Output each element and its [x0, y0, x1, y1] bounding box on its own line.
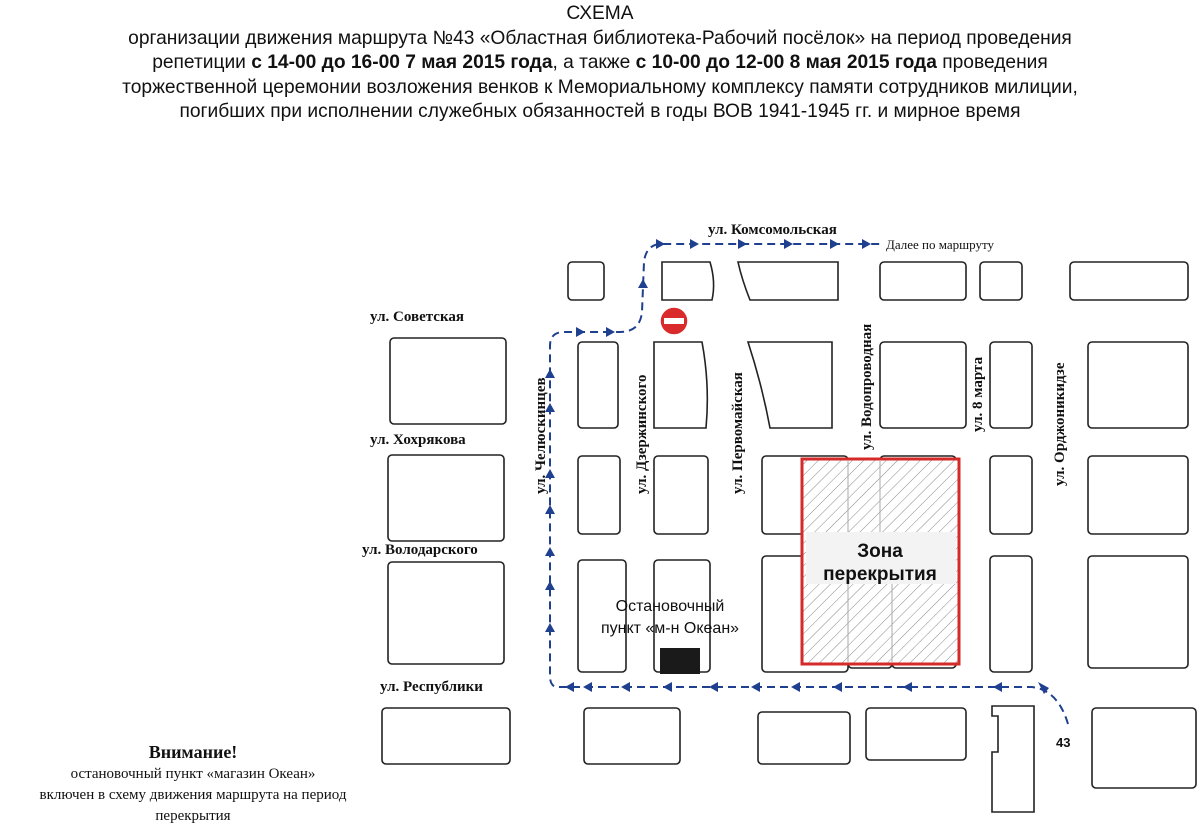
notice-line-3: перекрытия	[155, 808, 231, 824]
city-blocks	[381, 261, 1197, 813]
route-arrow	[545, 547, 555, 556]
route-arrow	[709, 682, 718, 692]
street-label-respubliki: ул. Республики	[380, 679, 483, 695]
city-block	[577, 341, 619, 429]
notice-line-2: включен в схему движения маршрута на пер…	[39, 787, 347, 803]
bus-stop-label-2: пункт «м-н Океан»	[601, 620, 739, 637]
city-block	[989, 455, 1033, 535]
city-block	[577, 455, 621, 535]
city-block	[661, 261, 715, 301]
street-label-vodoprovodnaya: ул. Водопроводная	[859, 324, 875, 450]
street-labels: ул. Комсомольская Далее по маршруту ул. …	[362, 222, 1068, 695]
city-block	[1087, 455, 1189, 535]
street-label-pervomayskaya: ул. Первомайская	[730, 372, 746, 494]
header-title: СХЕМА	[566, 3, 634, 24]
route-arrow	[751, 682, 760, 692]
map-header: СХЕМА организации движения маршрута №43 …	[0, 2, 1200, 125]
route-arrow	[663, 682, 672, 692]
route-arrow	[606, 327, 615, 337]
closure-zone-label-2: перекрытия	[823, 564, 937, 585]
attention-notice: Внимание! остановочный пункт «магазин Ок…	[0, 740, 386, 827]
bus-route-43	[549, 243, 1069, 725]
closure-zone-label-box	[806, 532, 956, 584]
city-block	[746, 341, 833, 429]
closure-zone-label-1: Зона	[857, 541, 903, 562]
city-block	[1087, 555, 1189, 669]
route-arrow	[903, 682, 912, 692]
header-line-4: погибших при исполнении служебных обязан…	[179, 101, 1021, 122]
street-label-chelyuskintsev: ул. Челюскинцев	[533, 377, 549, 494]
route-arrow	[545, 369, 555, 378]
city-block	[567, 261, 605, 301]
city-block	[1069, 261, 1189, 301]
city-block	[653, 341, 709, 429]
bus-stop-marker-icon	[660, 648, 700, 674]
city-block	[989, 555, 1033, 673]
city-block	[1091, 707, 1197, 789]
city-block	[879, 261, 967, 301]
route-arrow	[862, 239, 871, 249]
route-arrow	[545, 403, 555, 412]
header-line-2: репетиции с 14-00 до 16-00 7 мая 2015 го…	[152, 52, 1048, 73]
route-arrow	[583, 682, 592, 692]
route-arrow	[830, 239, 839, 249]
city-block	[583, 707, 681, 765]
no-entry-sign-icon	[659, 306, 689, 336]
city-block	[979, 261, 1023, 301]
route-arrow	[545, 505, 555, 514]
city-block	[387, 561, 505, 665]
route-arrow	[621, 682, 630, 692]
city-block	[737, 261, 839, 301]
header-line-1: организации движения маршрута №43 «Облас…	[128, 27, 1072, 49]
route-arrow	[690, 239, 699, 249]
route-arrow	[638, 279, 648, 288]
route-arrow	[738, 239, 747, 249]
city-block	[879, 341, 967, 429]
route-arrow	[833, 682, 842, 692]
route-arrow	[565, 682, 574, 692]
street-label-sovetskaya: ул. Советская	[370, 309, 464, 325]
city-block	[653, 455, 709, 535]
route-arrow	[1038, 682, 1049, 694]
route-arrow	[545, 623, 555, 632]
notice-title: Внимание!	[148, 742, 238, 762]
street-label-volodarskogo: ул. Володарского	[362, 542, 478, 558]
route-arrows	[545, 239, 1049, 694]
city-block	[1087, 341, 1189, 429]
notice-line-1: остановочный пункт «магазин Океан»	[70, 766, 316, 782]
city-block	[387, 454, 505, 542]
bus-stop-label-1: Остановочный	[616, 598, 725, 615]
street-label-8-marta: ул. 8 марта	[970, 356, 986, 432]
city-block	[389, 337, 507, 425]
city-block	[757, 711, 851, 765]
route-number-label: 43	[1056, 735, 1070, 750]
closure-zone: Зона перекрытия	[800, 457, 961, 666]
bus-stop-label: Остановочный пункт «м-н Океан»	[601, 598, 739, 637]
street-label-ordzhonikidze: ул. Орджоникидзе	[1052, 362, 1068, 486]
city-block	[865, 707, 967, 761]
route-arrow	[784, 239, 793, 249]
header-line-3: торжественной церемонии возложения венко…	[122, 76, 1078, 98]
route-arrow	[576, 327, 585, 337]
city-block	[991, 705, 1035, 813]
route-arrow	[791, 682, 800, 692]
city-block	[381, 707, 511, 765]
route-arrow	[545, 469, 555, 478]
route-arrow	[545, 581, 555, 590]
route-arrow	[993, 682, 1002, 692]
route-arrow	[656, 239, 665, 249]
street-label-dzerzhinskogo: ул. Дзержинского	[634, 375, 650, 494]
further-route-label: Далее по маршруту	[886, 237, 994, 252]
street-label-khokhryakova: ул. Хохрякова	[370, 432, 466, 448]
city-block	[577, 559, 627, 673]
route-path	[549, 243, 1069, 725]
street-label-komsomolskaya: ул. Комсомольская	[708, 222, 837, 238]
city-block	[989, 341, 1033, 429]
